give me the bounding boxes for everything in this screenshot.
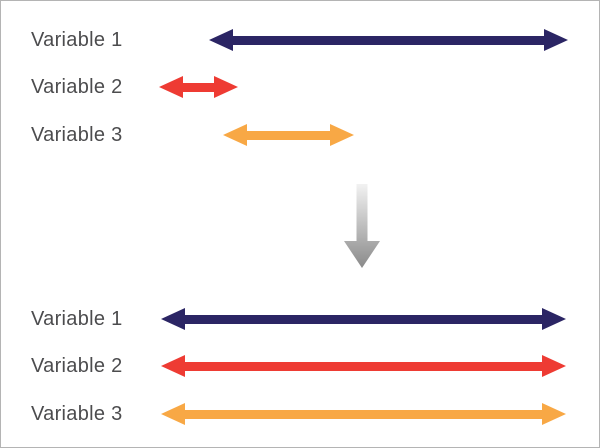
variable-label: Variable 3 xyxy=(31,403,123,425)
arrowhead-right-icon xyxy=(330,124,354,146)
down-arrow-icon xyxy=(344,184,380,268)
arrow-shaft xyxy=(232,35,545,45)
arrowhead-left-icon xyxy=(223,124,247,146)
range-arrow-after-2 xyxy=(161,355,566,377)
arrowhead-left-icon xyxy=(161,308,185,330)
range-arrow-before-1 xyxy=(209,29,568,51)
arrow-shaft xyxy=(184,361,543,371)
range-arrow-before-2 xyxy=(159,76,238,98)
variable-label: Variable 3 xyxy=(31,124,123,146)
variable-label: Variable 2 xyxy=(31,76,123,98)
range-arrow-before-3 xyxy=(223,124,354,146)
variable-label: Variable 1 xyxy=(31,308,123,330)
arrowhead-right-icon xyxy=(214,76,238,98)
range-arrow-after-1 xyxy=(161,308,566,330)
arrowhead-left-icon xyxy=(159,76,183,98)
variable-label: Variable 2 xyxy=(31,355,123,377)
variable-label: Variable 1 xyxy=(31,29,123,51)
transform-down-arrow xyxy=(344,184,380,268)
arrowhead-right-icon xyxy=(542,355,566,377)
range-arrow-after-3 xyxy=(161,403,566,425)
arrowhead-right-icon xyxy=(542,403,566,425)
arrow-shaft xyxy=(184,409,543,419)
arrowhead-left-icon xyxy=(209,29,233,51)
arrow-shaft xyxy=(184,314,543,324)
arrowhead-left-icon xyxy=(161,355,185,377)
arrow-shaft xyxy=(246,130,331,140)
arrowhead-right-icon xyxy=(542,308,566,330)
arrow-shaft xyxy=(182,82,215,92)
arrowhead-left-icon xyxy=(161,403,185,425)
arrowhead-right-icon xyxy=(544,29,568,51)
